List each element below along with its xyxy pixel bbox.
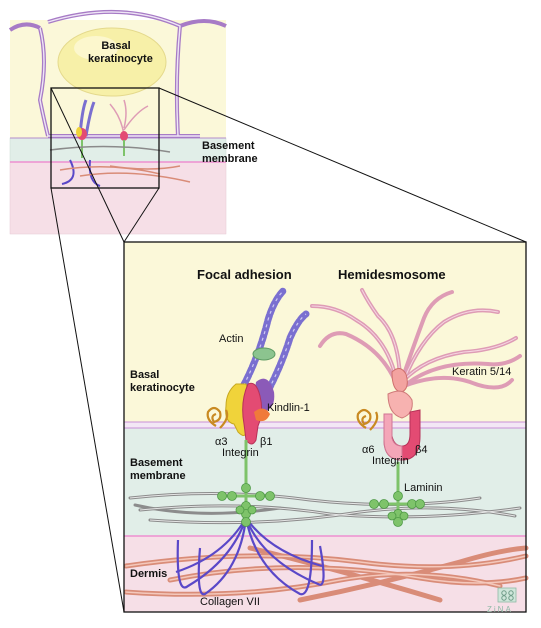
beta1-label: β1: [260, 436, 273, 448]
detail-panel: [123, 241, 529, 613]
laminin-left: [217, 440, 275, 527]
plasma-membrane: [123, 421, 527, 429]
overview-cell-label-line1: Basal: [101, 40, 131, 52]
overview-membrane-label-line1: Basement: [202, 140, 255, 152]
detail-keratinocyte-label-line1: Basal: [130, 369, 160, 381]
laminin-label: Laminin: [404, 482, 443, 494]
detail-keratinocyte-label-line2: keratinocyte: [130, 382, 195, 394]
credit-text: ZiNA: [487, 605, 513, 614]
credit-logo: [497, 587, 517, 603]
alpha3-label: α3: [215, 436, 228, 448]
overview-membrane-label-line2: membrane: [202, 153, 258, 165]
zoom-connector-lines: [50, 87, 527, 613]
detail-membrane-label-line1: Basement: [130, 457, 183, 469]
alpha6-label: α6: [362, 444, 375, 456]
overview-mini-structures: [49, 99, 191, 187]
detail-cytoplasm: [124, 242, 526, 426]
hemidesmosome-complex: [310, 288, 522, 527]
overview-basement-membrane: [9, 137, 227, 163]
detail-dermis: [124, 536, 526, 612]
overview-cell-label-line2: keratinocyte: [88, 53, 153, 65]
focal-adhesion-complex: [206, 286, 310, 527]
beta4-label: β4: [415, 444, 428, 456]
collagen-label: Collagen VII: [200, 596, 260, 608]
hemidesmosome-title: Hemidesmosome: [338, 267, 446, 282]
actin-label: Actin: [219, 333, 244, 345]
detail-membrane-label-line2: membrane: [130, 470, 186, 482]
plaque-protein-upper: [391, 368, 408, 393]
integrin-beta1: [242, 382, 263, 445]
focal-adhesion-title: Focal adhesion: [197, 267, 292, 282]
integrin-right-label: Integrin: [372, 455, 409, 467]
coiled-receptor-left: [206, 406, 229, 429]
keratin-label: Keratin 5/14: [452, 366, 512, 378]
zoom-box: [50, 87, 160, 189]
coiled-receptor-right: [356, 408, 379, 431]
actin-binding-protein: [252, 347, 276, 361]
integrin-left-label: Integrin: [222, 447, 259, 459]
laminin-right: [369, 462, 425, 527]
dermis-label: Dermis: [130, 568, 168, 580]
kindlin-label: Kindlin-1: [267, 402, 310, 414]
collagen-vii-fibrils: [175, 517, 325, 596]
detail-frame: [123, 241, 527, 613]
overview-panel: [8, 10, 227, 235]
